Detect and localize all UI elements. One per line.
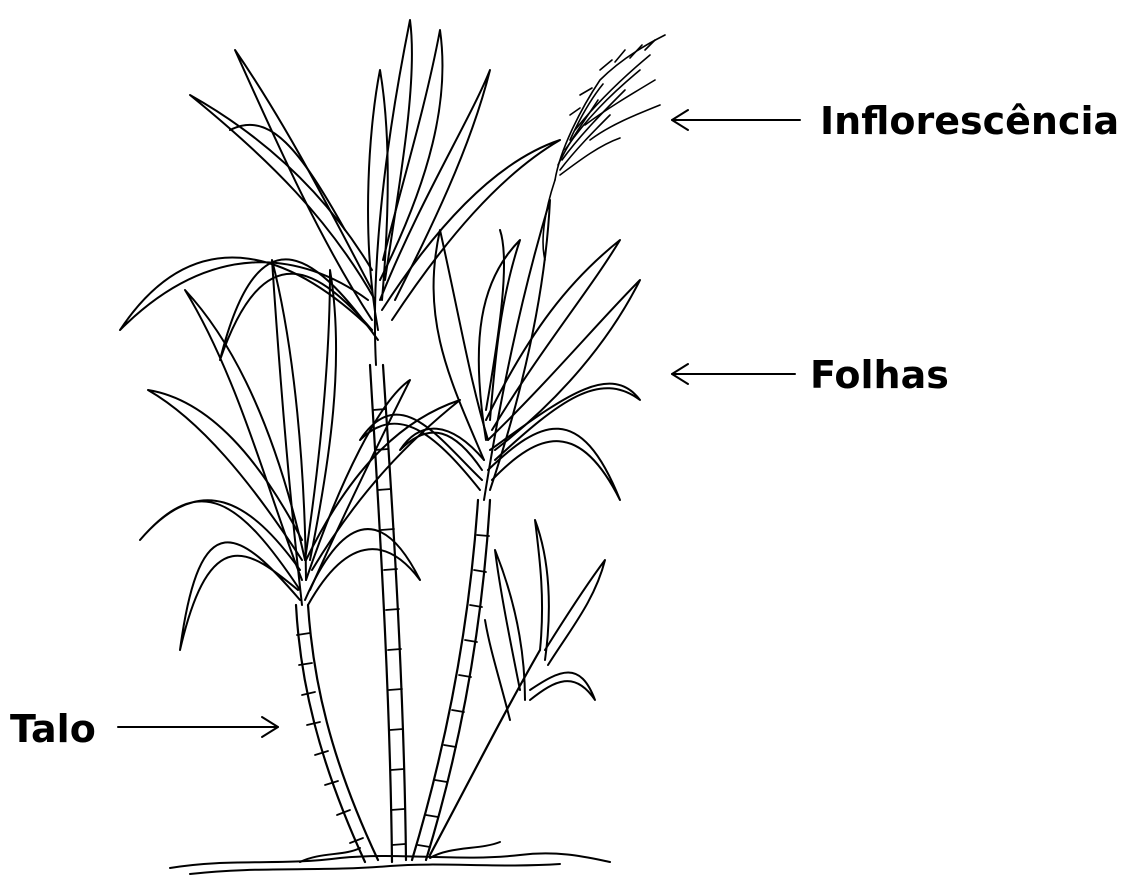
leaves-middle: [120, 20, 560, 365]
arrow-stalk: [118, 717, 278, 737]
inflorescence-plume: [543, 35, 665, 260]
arrow-leaves: [672, 364, 795, 384]
label-inflorescence: Inflorescência: [820, 102, 1119, 140]
pointer-arrows: [118, 110, 800, 737]
arrow-inflorescence: [672, 110, 800, 130]
label-leaves: Folhas: [810, 356, 949, 394]
leaves-left: [140, 260, 460, 650]
ground-line: [170, 842, 610, 874]
label-stalk: Talo: [10, 710, 96, 748]
leaves-right: [360, 200, 640, 500]
leaves-shoot: [485, 520, 605, 720]
